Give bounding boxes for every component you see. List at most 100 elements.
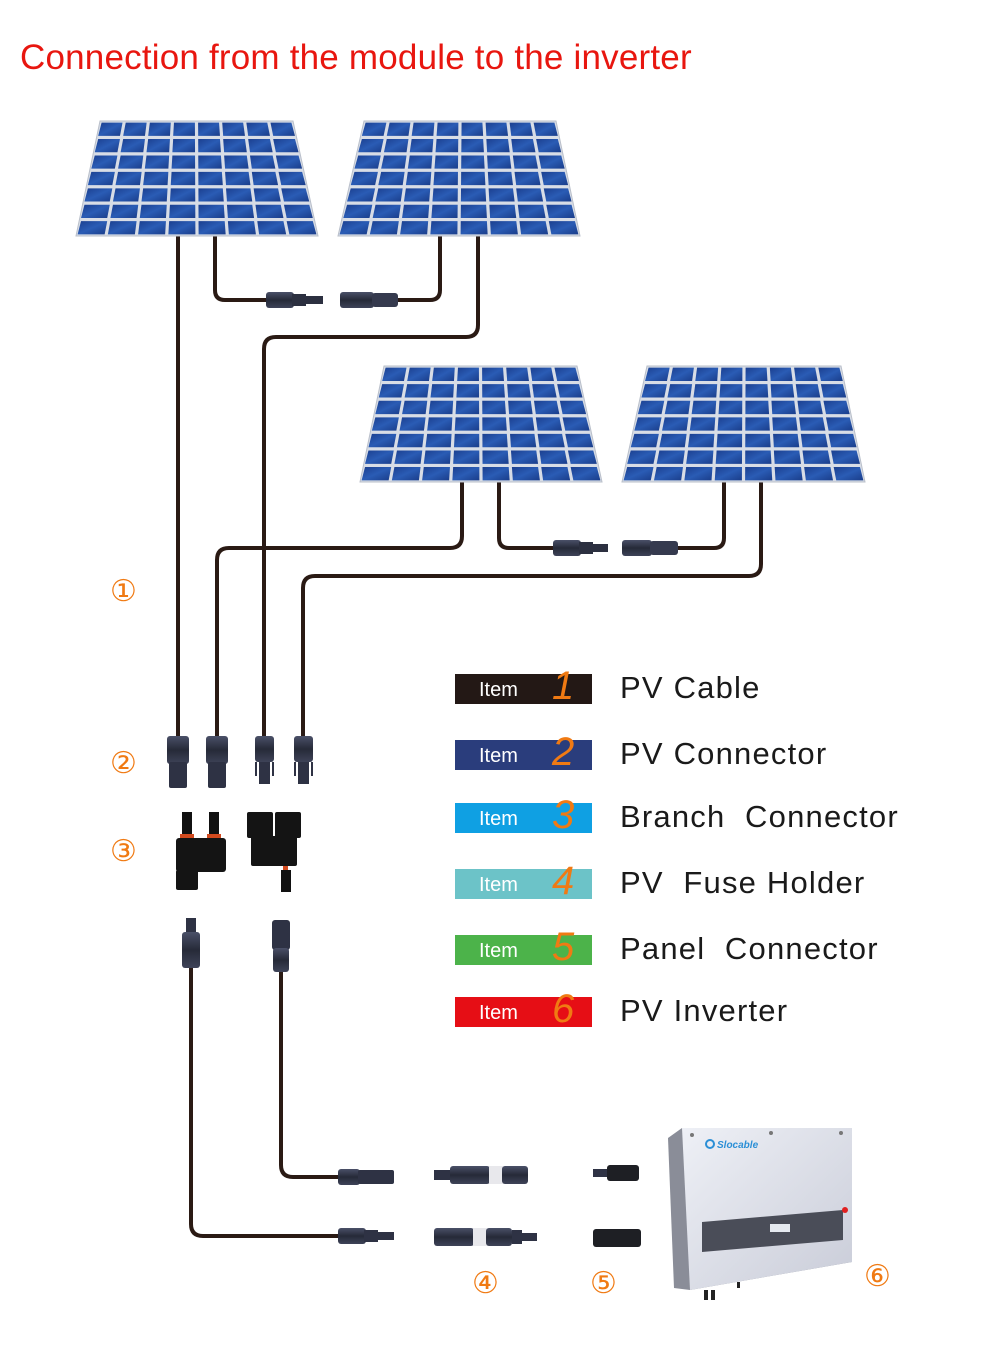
solar-cell <box>797 400 823 415</box>
solar-cell <box>347 188 376 202</box>
solar-cell <box>173 122 195 136</box>
solar-cell <box>452 467 480 481</box>
solar-cell <box>634 417 662 431</box>
solar-cell <box>695 367 719 381</box>
solar-cell <box>455 400 480 415</box>
solar-cell <box>343 204 373 218</box>
solar-cell <box>662 417 689 431</box>
solar-cell <box>453 450 480 464</box>
solar-cell <box>118 155 144 169</box>
callout-2: ② <box>110 746 137 781</box>
slocable-logo-icon <box>705 1139 715 1149</box>
solar-cell <box>391 467 421 481</box>
solar-cell <box>687 433 715 448</box>
item-badge-number: 2 <box>552 730 575 774</box>
item-badge: Item 2 <box>455 730 592 774</box>
pv-connector-male-3 <box>255 736 274 784</box>
item-badge: Item 3 <box>455 793 592 837</box>
solar-cell <box>718 400 743 415</box>
solar-cell <box>169 204 196 218</box>
solar-cell <box>554 367 579 381</box>
solar-cell <box>396 433 424 448</box>
solar-cell <box>115 171 142 186</box>
solar-cell <box>490 221 518 235</box>
solar-cell <box>454 417 480 431</box>
solar-cell <box>361 122 387 136</box>
solar-cell <box>831 450 860 464</box>
solar-cell <box>198 171 223 186</box>
solar-cell <box>511 139 536 153</box>
cable-end-female-connector-top <box>338 1169 394 1185</box>
solar-cell <box>354 155 381 169</box>
solar-cell <box>146 139 170 153</box>
solar-cell <box>482 417 507 431</box>
solar-cell <box>409 139 434 153</box>
solar-cell <box>255 204 284 218</box>
item-badge: Item 1 <box>455 664 592 708</box>
callout-3: ③ <box>110 834 137 869</box>
solar-cell <box>537 433 565 448</box>
solar-cell <box>430 384 454 398</box>
solar-cell <box>519 221 549 235</box>
solar-cell <box>286 221 317 235</box>
solar-cell <box>637 400 665 415</box>
solar-cell <box>667 384 693 398</box>
cable-jumper-bottom-right <box>676 480 726 550</box>
solar-cell <box>198 188 224 202</box>
solar-cell <box>656 450 685 464</box>
solar-cell <box>224 155 249 169</box>
solar-cell <box>488 188 515 202</box>
solar-cell <box>565 433 594 448</box>
cable-4 <box>301 480 763 740</box>
solar-cell <box>248 139 273 153</box>
solar-cell <box>487 155 512 169</box>
solar-cell <box>745 367 768 381</box>
solar-cell <box>645 367 670 381</box>
pv-fuse-holder-top <box>434 1166 528 1184</box>
solar-cell <box>461 122 484 136</box>
legend-label: PV Connector <box>620 736 828 771</box>
solar-cell <box>799 417 826 431</box>
solar-cell <box>772 417 798 431</box>
cable-out-1 <box>189 963 342 1238</box>
solar-cell <box>507 384 531 398</box>
solar-cell <box>489 204 517 218</box>
branch-connector-male <box>176 812 226 890</box>
solar-cell <box>270 122 295 136</box>
solar-cell <box>168 221 196 235</box>
solar-cell <box>403 188 431 202</box>
solar-cell <box>745 450 772 464</box>
solar-cell <box>110 204 139 218</box>
solar-cell <box>689 417 716 431</box>
legend-label: PV Fuse Holder <box>620 865 866 900</box>
solar-cell <box>407 155 433 169</box>
solar-cell <box>275 155 303 169</box>
solar-cell <box>460 221 488 235</box>
solar-cell <box>402 400 428 415</box>
solar-cell <box>533 400 560 415</box>
inverter-brand: Slocable <box>717 1140 759 1151</box>
solar-cell <box>800 433 828 448</box>
solar-cell <box>227 221 256 235</box>
pv-connector-jumper-bottom-male <box>553 540 608 556</box>
solar-cell <box>719 384 743 398</box>
solar-cell <box>456 384 480 398</box>
solar-cell <box>425 433 452 448</box>
solar-cell <box>539 450 568 464</box>
solar-cell <box>453 433 480 448</box>
solar-cell <box>818 367 843 381</box>
solar-cell <box>198 221 226 235</box>
cable-out-2 <box>279 968 342 1179</box>
legend-label: Branch Connector <box>620 799 899 834</box>
inverter-logo: Slocable <box>705 1139 759 1151</box>
solar-cell <box>533 122 558 136</box>
solar-cell <box>714 467 742 481</box>
solar-cell <box>769 367 793 381</box>
solar-cell <box>434 155 459 169</box>
solar-cell <box>460 204 487 218</box>
solar-cell <box>570 467 601 481</box>
solar-cell <box>170 171 196 186</box>
cable-2 <box>215 480 464 740</box>
item-badge-number: 3 <box>552 793 575 837</box>
